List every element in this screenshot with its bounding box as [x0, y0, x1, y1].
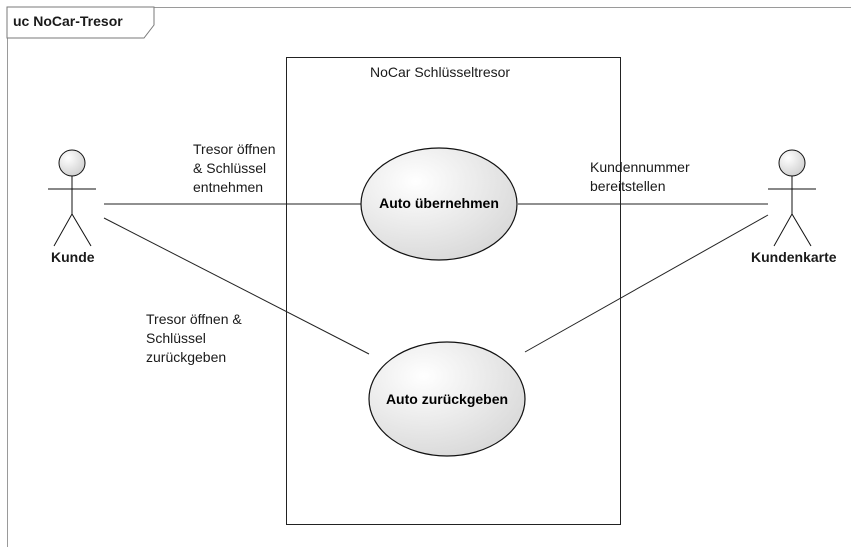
association-label-line: & Schlüssel — [193, 160, 267, 176]
actor-kundenkarte-label: Kundenkarte — [751, 249, 837, 265]
frame-title-tab — [6, 6, 155, 39]
association-label-line: Tresor öffnen & — [146, 311, 242, 327]
use-case-auto-uebernehmen[interactable] — [360, 147, 518, 261]
system-boundary — [286, 57, 621, 525]
use-case-auto-uebernehmen-label: Auto übernehmen — [379, 195, 499, 211]
diagram-frame — [7, 7, 851, 547]
actor-kunde-figure[interactable] — [48, 149, 96, 247]
frame-title: uc NoCar-Tresor — [13, 13, 123, 29]
association-kundenkarte-auto-zurueckgeben — [524, 214, 769, 353]
association-label-line: bereitstellen — [590, 178, 666, 194]
association-label-line: Kundennummer — [590, 159, 690, 175]
use-case-auto-zurueckgeben[interactable] — [368, 341, 526, 457]
association-label-line: zurückgeben — [146, 349, 227, 365]
actor-kunde-label: Kunde — [51, 249, 95, 265]
actor-kundenkarte-figure[interactable] — [768, 149, 816, 247]
association-kunde-auto-zurueckgeben — [103, 217, 370, 355]
association-label-line: entnehmen — [193, 179, 264, 195]
use-case-auto-zurueckgeben-label: Auto zurückgeben — [385, 391, 509, 407]
association-label-line: Tresor öffnen — [193, 141, 276, 157]
association-label-line: Schlüssel — [146, 330, 206, 346]
system-boundary-label: NoCar Schlüsseltresor — [370, 64, 511, 80]
